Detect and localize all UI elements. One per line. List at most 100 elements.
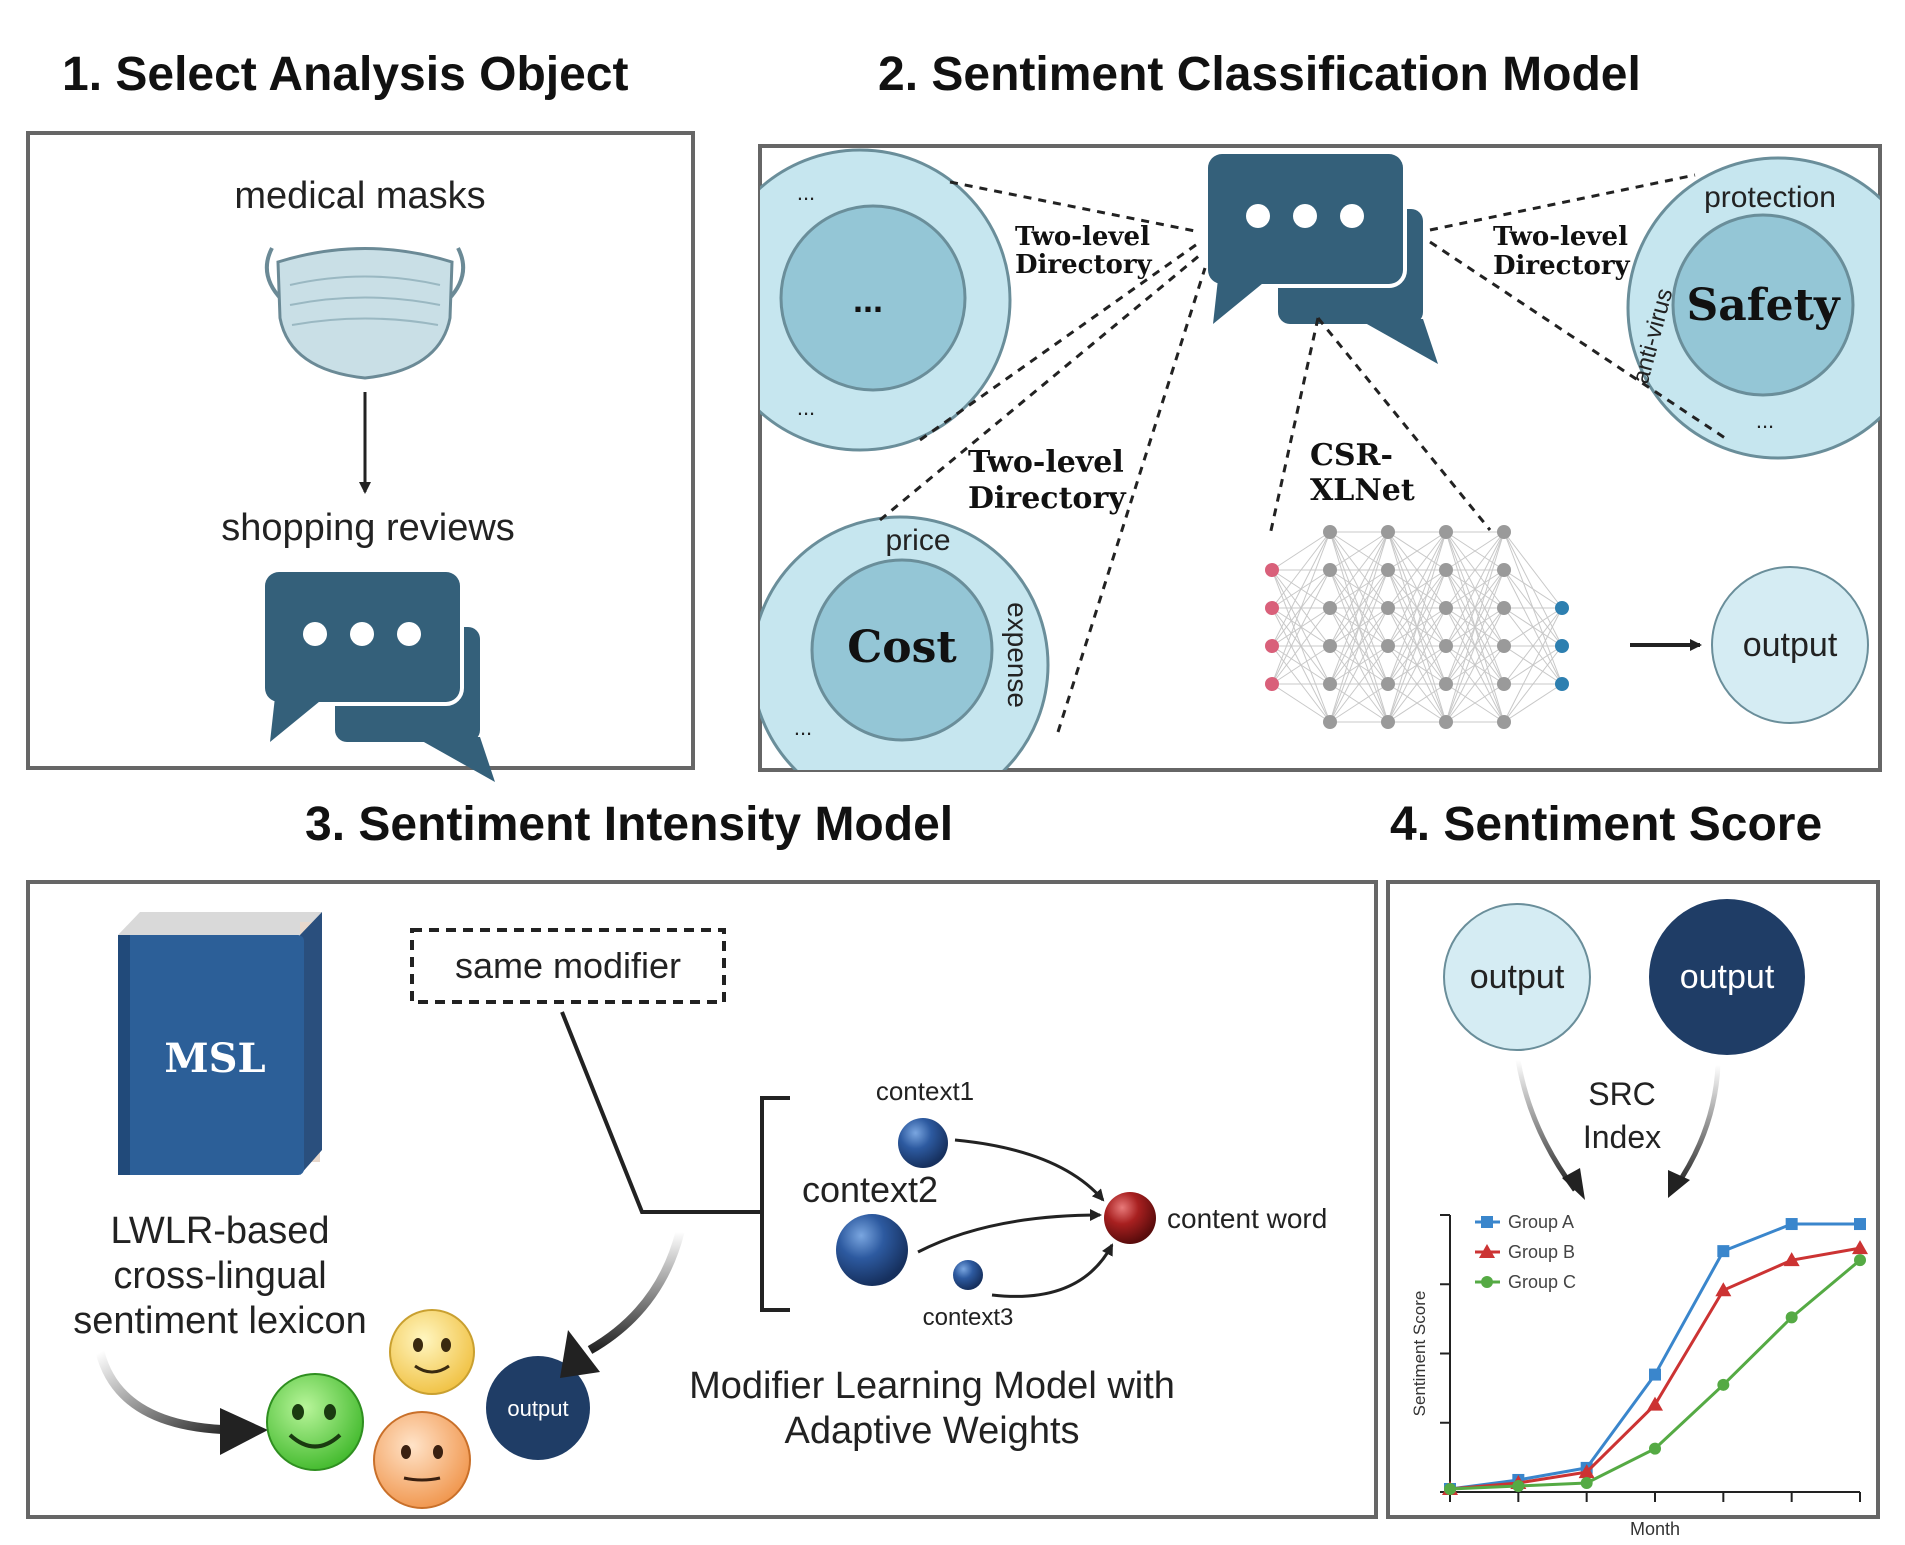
nn-edge xyxy=(1387,531,1447,723)
ellipsis-top: ... xyxy=(797,180,815,205)
nn-edge xyxy=(1445,683,1505,723)
nn-edge xyxy=(1329,569,1389,723)
nn-edge xyxy=(1387,607,1447,723)
output-node-panel2 xyxy=(1711,566,1869,724)
nn-edge xyxy=(1503,531,1563,609)
context1-node xyxy=(898,1118,948,1168)
panel-classification: ... ... ... Cost price expense ... Safet… xyxy=(758,144,1882,772)
data-point xyxy=(1715,1282,1732,1297)
nn-node xyxy=(1265,601,1279,615)
x-axis-label: Month xyxy=(1630,1519,1680,1539)
data-point xyxy=(1481,1276,1493,1288)
output-light-label: output xyxy=(1470,958,1565,996)
dashed-connectors xyxy=(879,173,1729,733)
svg-text:Directory: Directory xyxy=(1015,250,1153,280)
data-point xyxy=(1854,1254,1866,1267)
legend-entry: Group A xyxy=(1475,1212,1574,1232)
data-point xyxy=(1481,1216,1493,1228)
cost-label: Cost xyxy=(847,622,957,673)
data-point xyxy=(1717,1378,1730,1391)
nn-node xyxy=(1323,677,1337,691)
context2-node xyxy=(836,1214,908,1286)
data-point xyxy=(1852,1240,1868,1255)
nn-edge xyxy=(1271,607,1331,685)
aspect-circle-unknown: ... ... ... xyxy=(760,148,1012,452)
nn-edge xyxy=(1503,607,1563,723)
nn-edge xyxy=(1329,531,1389,571)
nn-edge xyxy=(1329,645,1389,723)
context3-label: context3 xyxy=(923,1304,1014,1331)
expense-label: expense xyxy=(1002,602,1033,708)
safety-ellipsis: ... xyxy=(1756,408,1774,433)
model-label-line1: CSR- xyxy=(1310,438,1393,473)
data-point xyxy=(1512,1479,1525,1492)
nn-edge xyxy=(1387,531,1447,647)
nn-node xyxy=(1497,715,1511,729)
nn-node xyxy=(1381,639,1395,653)
nn-node xyxy=(1439,563,1453,577)
lexicon-line3: sentiment lexicon xyxy=(73,1300,367,1342)
svg-text:Directory: Directory xyxy=(1493,251,1631,281)
nn-node xyxy=(1265,639,1279,653)
output-label-panel3: output xyxy=(507,1396,568,1421)
model-label-line2: XLNet xyxy=(1310,473,1415,508)
modifier-connector xyxy=(560,1011,762,1214)
context3-arrow xyxy=(991,1243,1114,1298)
panel3-title: 3. Sentiment Intensity Model xyxy=(305,798,953,851)
data-point xyxy=(1647,1396,1663,1411)
nn-node xyxy=(1497,639,1511,653)
nn-node xyxy=(1323,525,1337,539)
nn-edge xyxy=(1445,531,1505,609)
nn-edge xyxy=(1503,607,1563,647)
data-point xyxy=(1444,1482,1456,1495)
nn-edge xyxy=(1387,531,1447,685)
context2-label: context2 xyxy=(802,1169,938,1210)
green-face-icon xyxy=(266,1373,364,1471)
nn-node xyxy=(1439,525,1453,539)
nn-edge xyxy=(1271,531,1331,647)
nn-edge xyxy=(1503,683,1563,723)
nn-edge xyxy=(1387,531,1447,609)
safety-label: Safety xyxy=(1686,280,1841,331)
medical-masks-label: medical masks xyxy=(234,175,485,217)
nn-node xyxy=(1555,601,1569,615)
lexicon-to-faces-arrow xyxy=(95,1350,241,1435)
nn-edge xyxy=(1503,607,1563,685)
data-point xyxy=(1479,1244,1495,1258)
nn-edge xyxy=(1329,531,1389,609)
panel4-title: 4. Sentiment Score xyxy=(1390,798,1822,851)
output-node-panel3 xyxy=(486,1356,590,1460)
nn-node xyxy=(1323,601,1337,615)
nn-edge xyxy=(1271,531,1331,685)
data-point xyxy=(1578,1464,1595,1479)
modifier-model-line1: Modifier Learning Model with xyxy=(689,1365,1175,1407)
lexicon-line1: LWLR-based xyxy=(111,1210,330,1252)
panel2-title: 2. Sentiment Classification Model xyxy=(878,48,1641,101)
content-word-label: content word xyxy=(1167,1203,1327,1234)
data-point xyxy=(1717,1245,1730,1258)
data-point xyxy=(1783,1252,1800,1267)
nn-node xyxy=(1439,715,1453,729)
svg-text:Two-level: Two-level xyxy=(1493,222,1628,252)
nn-edge xyxy=(1387,683,1447,723)
nn-node xyxy=(1381,601,1395,615)
nn-node xyxy=(1497,601,1511,615)
nn-node xyxy=(1323,563,1337,577)
shopping-reviews-label: shopping reviews xyxy=(221,507,515,549)
nn-edge xyxy=(1271,531,1331,571)
neural-network xyxy=(1265,525,1569,729)
nn-node xyxy=(1381,677,1395,691)
context3-node xyxy=(953,1260,983,1290)
nn-node xyxy=(1381,525,1395,539)
book-icon: MSL xyxy=(118,912,322,1175)
nn-node xyxy=(1381,715,1395,729)
nn-edge xyxy=(1387,531,1447,571)
nn-edge xyxy=(1387,569,1447,723)
legend-entry: Group B xyxy=(1475,1242,1575,1262)
legend-label: Group B xyxy=(1508,1242,1575,1262)
nn-edge xyxy=(1445,531,1505,571)
aspect-circle-cost: Cost price expense ... xyxy=(760,515,1050,770)
nn-edge xyxy=(1503,645,1563,723)
data-point xyxy=(1649,1368,1661,1381)
